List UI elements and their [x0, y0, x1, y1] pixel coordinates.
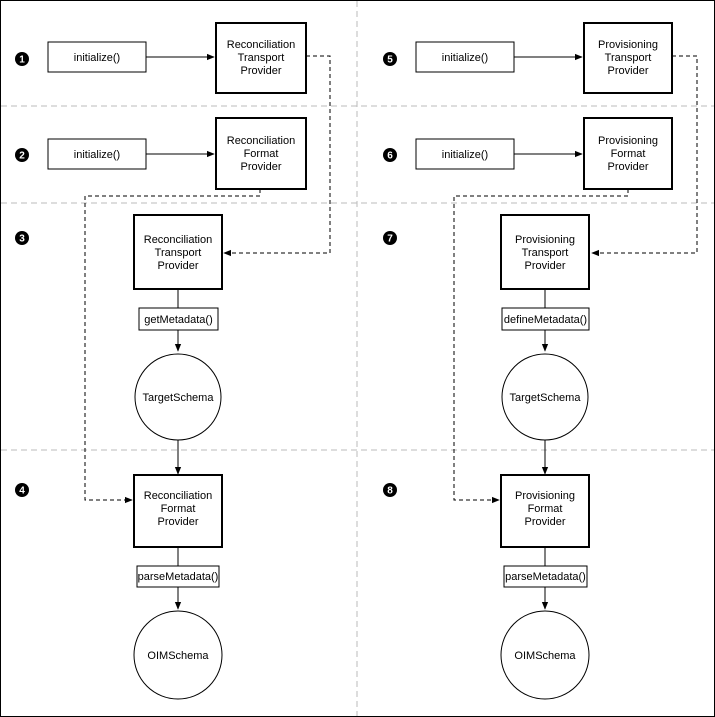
step3-getmetadata-label: getMetadata()	[138, 307, 219, 331]
step4-reconciliation-format-provider: Reconciliation Format Provider	[133, 474, 223, 548]
svg-text:Transport: Transport	[522, 247, 569, 259]
svg-text:Format: Format	[244, 148, 279, 160]
svg-text:defineMetadata(): defineMetadata()	[504, 314, 587, 326]
svg-text:5: 5	[387, 55, 393, 66]
svg-text:parseMetadata(): parseMetadata()	[138, 571, 219, 583]
svg-text:Transport: Transport	[155, 247, 202, 259]
svg-text:parseMetadata(): parseMetadata()	[505, 571, 586, 583]
svg-text:OIMSchema: OIMSchema	[514, 650, 576, 662]
svg-text:3: 3	[19, 234, 25, 245]
svg-text:getMetadata(): getMetadata()	[144, 314, 212, 326]
svg-text:Reconciliation: Reconciliation	[227, 39, 295, 51]
step2-reconciliation-format-provider: Reconciliation Format Provider	[215, 117, 307, 190]
step-number-8: 8	[383, 483, 397, 497]
svg-text:initialize(): initialize()	[442, 52, 488, 64]
left-format-dashed-connector	[84, 189, 261, 504]
svg-text:7: 7	[387, 234, 393, 245]
svg-text:Provider: Provider	[241, 161, 282, 173]
step7-provisioning-transport-provider: Provisioning Transport Provider	[500, 214, 590, 290]
step7-definemetadata-label: defineMetadata()	[501, 307, 590, 331]
step5-provisioning-transport-provider: Provisioning Transport Provider	[583, 22, 673, 94]
svg-text:Provider: Provider	[608, 161, 649, 173]
svg-text:Provisioning: Provisioning	[598, 135, 658, 147]
svg-text:initialize(): initialize()	[442, 149, 488, 161]
step8-parsemetadata-label: parseMetadata()	[503, 565, 588, 588]
step3-reconciliation-transport-provider: Reconciliation Transport Provider	[133, 214, 223, 290]
svg-text:1: 1	[19, 55, 25, 66]
svg-text:Reconciliation: Reconciliation	[227, 135, 295, 147]
svg-text:6: 6	[387, 151, 393, 162]
svg-text:Provisioning: Provisioning	[598, 39, 658, 51]
svg-text:4: 4	[19, 486, 25, 497]
step-number-2: 2	[15, 148, 29, 162]
step-number-1: 1	[15, 52, 29, 66]
right-format-dashed-connector	[453, 189, 629, 504]
svg-text:Reconciliation: Reconciliation	[144, 490, 212, 502]
svg-text:Provider: Provider	[525, 260, 566, 272]
svg-text:Provider: Provider	[158, 516, 199, 528]
svg-text:Transport: Transport	[238, 52, 285, 64]
svg-text:Provider: Provider	[158, 260, 199, 272]
svg-text:Transport: Transport	[605, 52, 652, 64]
svg-text:initialize(): initialize()	[74, 149, 120, 161]
step1-reconciliation-transport-provider: Reconciliation Transport Provider	[215, 22, 307, 94]
svg-text:OIMSchema: OIMSchema	[147, 650, 209, 662]
step3-targetschema-circle: TargetSchema	[134, 353, 222, 441]
step1-initialize-box: initialize()	[47, 41, 147, 73]
svg-text:Provider: Provider	[241, 65, 282, 77]
svg-text:TargetSchema: TargetSchema	[143, 392, 215, 404]
svg-text:8: 8	[387, 486, 393, 497]
svg-text:initialize(): initialize()	[74, 52, 120, 64]
svg-text:Provisioning: Provisioning	[515, 490, 575, 502]
step6-provisioning-format-provider: Provisioning Format Provider	[583, 117, 673, 190]
step2-initialize-box: initialize()	[47, 138, 147, 170]
svg-text:2: 2	[19, 151, 25, 162]
step6-initialize-box: initialize()	[415, 138, 515, 170]
step-number-5: 5	[383, 52, 397, 66]
step8-provisioning-format-provider: Provisioning Format Provider	[500, 474, 590, 548]
svg-text:Provider: Provider	[525, 516, 566, 528]
right-transport-dashed-connector	[591, 55, 698, 257]
step-number-7: 7	[383, 231, 397, 245]
svg-text:Format: Format	[161, 503, 196, 515]
svg-text:Format: Format	[611, 148, 646, 160]
step5-initialize-box: initialize()	[415, 41, 515, 73]
left-transport-dashed-connector	[223, 55, 331, 257]
svg-text:Reconciliation: Reconciliation	[144, 234, 212, 246]
svg-text:Provisioning: Provisioning	[515, 234, 575, 246]
step-number-6: 6	[383, 148, 397, 162]
step4-parsemetadata-label: parseMetadata()	[136, 565, 220, 588]
svg-text:Format: Format	[528, 503, 563, 515]
svg-text:Provider: Provider	[608, 65, 649, 77]
step-number-3: 3	[15, 231, 29, 245]
step4-oimschema-circle: OIMSchema	[133, 610, 223, 700]
row-dividers	[1, 105, 714, 451]
svg-text:TargetSchema: TargetSchema	[510, 392, 582, 404]
step7-targetschema-circle: TargetSchema	[501, 353, 589, 441]
step8-oimschema-circle: OIMSchema	[500, 610, 590, 700]
step-number-4: 4	[15, 483, 29, 497]
